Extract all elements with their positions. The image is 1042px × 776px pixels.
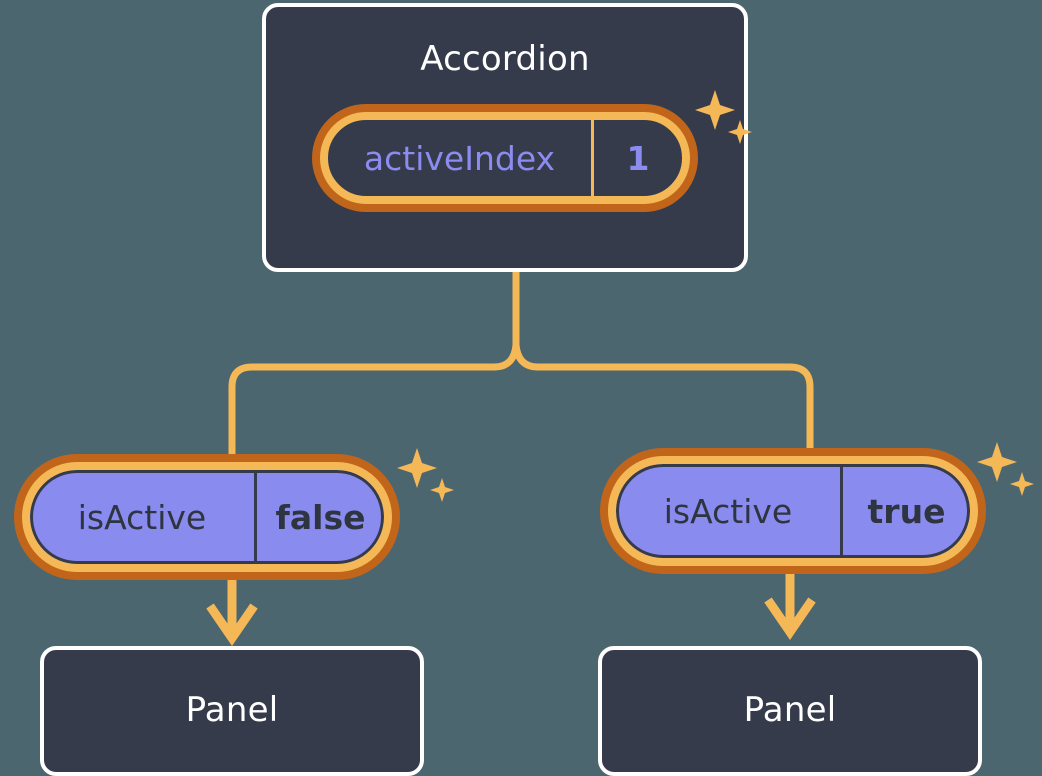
component-label-panel-left: Panel [185,690,279,730]
state-key-isactive-right: isActive [663,491,793,531]
state-pill-activeindex[interactable]: activeIndex 1 [320,112,690,204]
state-value-isactive-right: true [840,464,970,558]
state-pill-isactive-right[interactable]: isActive true [608,456,978,566]
arrow-down-icon-left [206,603,258,646]
state-value-isactive-left: false [254,470,384,564]
connector-branch-left [228,344,520,455]
state-key-isactive-left: isActive [77,497,207,537]
connector-branch-right [512,344,814,450]
state-pill-isactive-left[interactable]: isActive false [22,462,392,572]
sparkle-icon-right [977,442,1034,496]
component-label-panel-right: Panel [743,690,837,730]
arrow-down-icon-right [764,597,816,640]
sparkle-icon-left [397,448,454,502]
component-node-panel-left[interactable]: Panel [40,646,424,776]
component-node-panel-right[interactable]: Panel [598,646,982,776]
state-value-activeindex: 1 [591,120,682,196]
page-title: Accordion [420,39,590,79]
state-key-activeindex: activeIndex [363,138,556,178]
